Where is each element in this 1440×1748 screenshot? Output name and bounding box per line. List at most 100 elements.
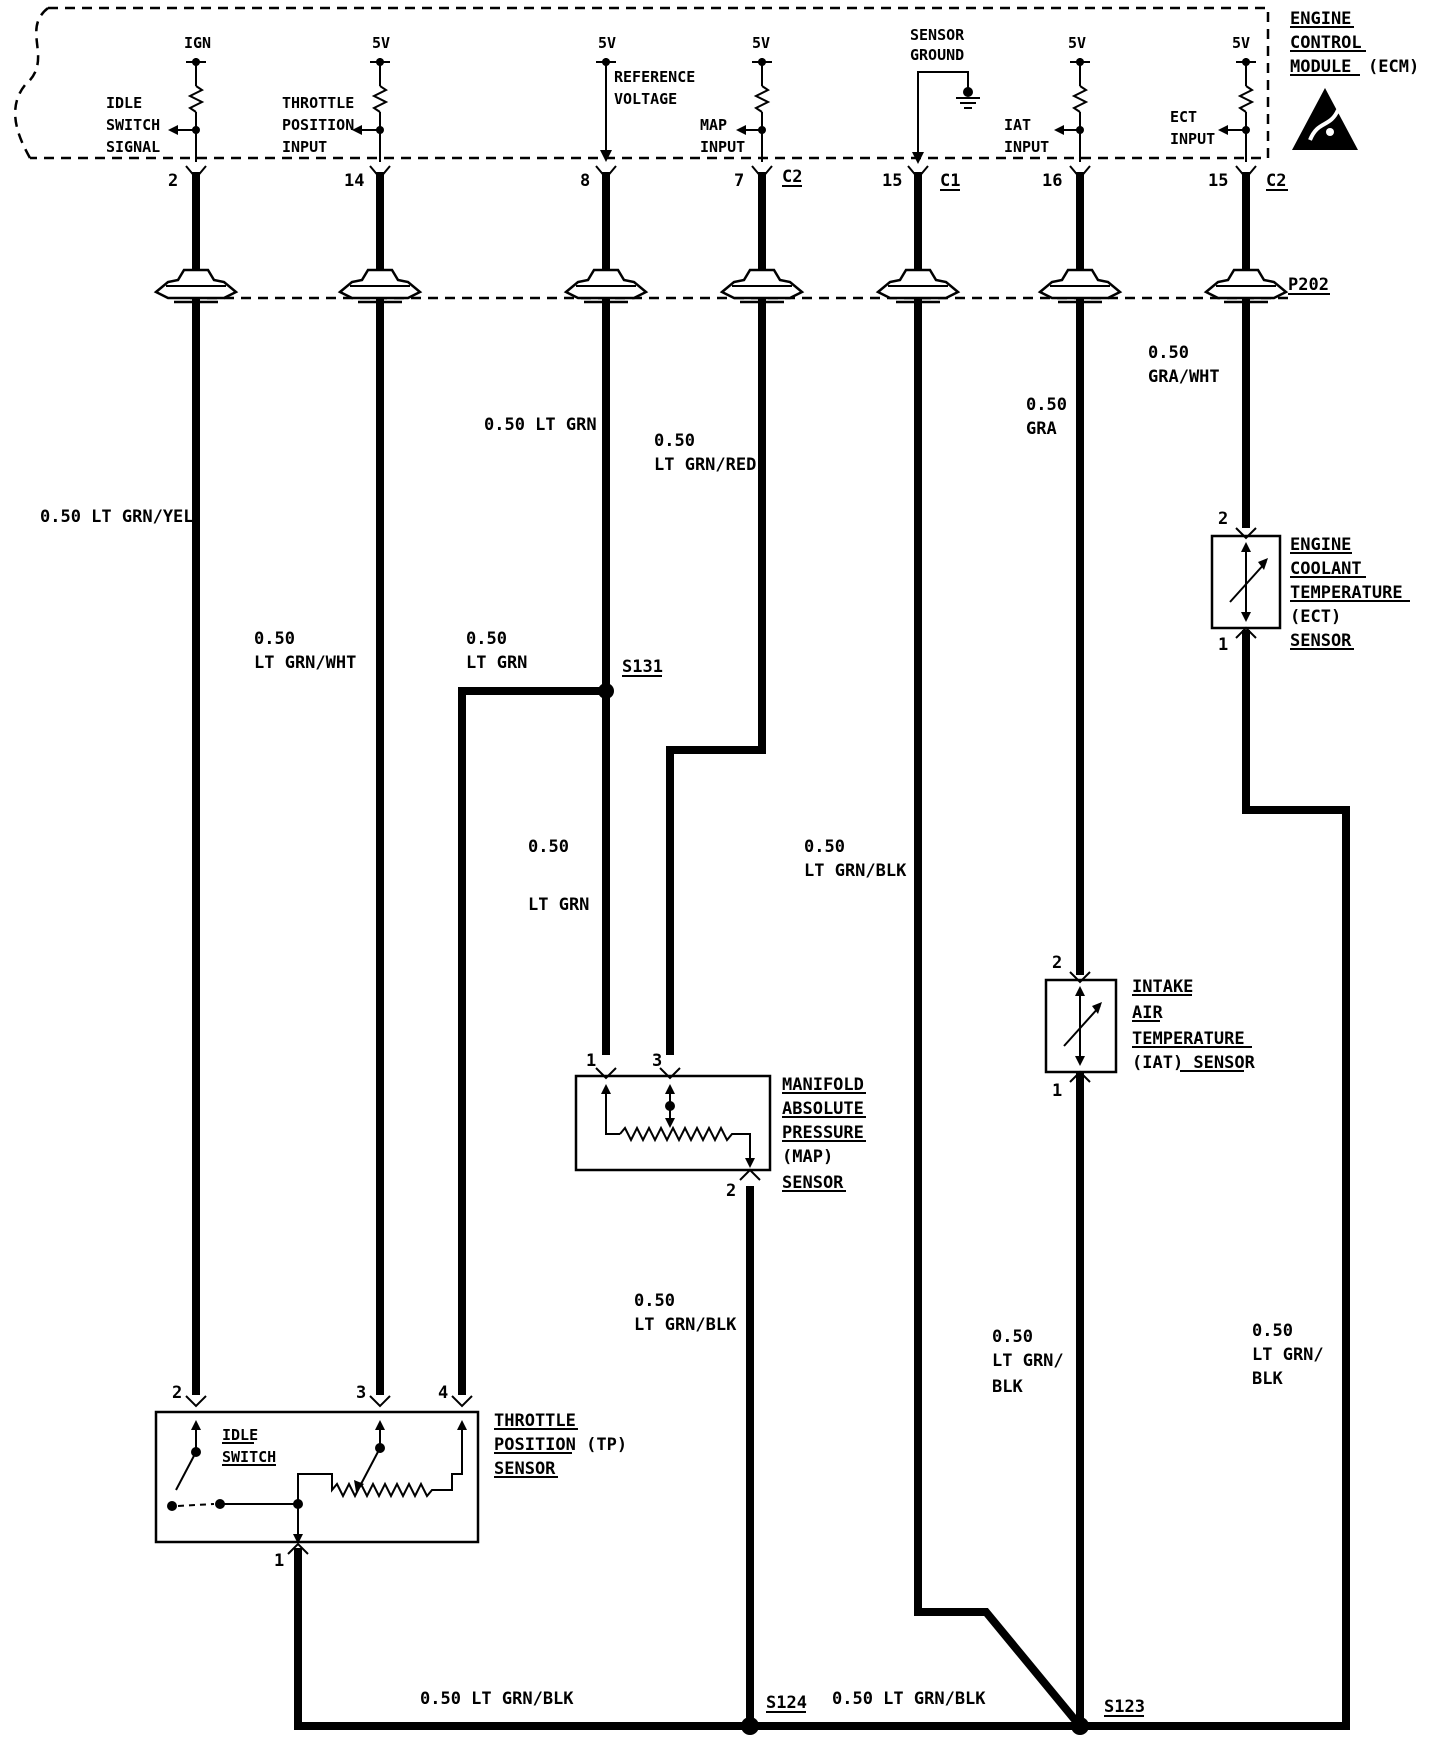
tp-sensor: 2 3 4 1 THROTTLE POSITION (TP) SENSOR ID… xyxy=(154,1383,627,1571)
connector-grommets xyxy=(153,268,1289,304)
svg-text:2: 2 xyxy=(726,1181,736,1201)
svg-text:5V: 5V xyxy=(598,34,616,52)
svg-text:S124: S124 xyxy=(766,1693,807,1713)
svg-text:7: 7 xyxy=(734,171,744,191)
svg-text:1: 1 xyxy=(1052,1081,1062,1101)
svg-text:LT GRN/BLK: LT GRN/BLK xyxy=(804,861,907,881)
svg-text:AIR: AIR xyxy=(1132,1003,1163,1023)
svg-text:0.50 LT GRN: 0.50 LT GRN xyxy=(484,415,597,435)
svg-text:3: 3 xyxy=(356,1383,366,1403)
svg-text:COOLANT: COOLANT xyxy=(1290,559,1362,579)
svg-text:0.50: 0.50 xyxy=(466,629,507,649)
input-labels: IDLE SWITCH SIGNAL THROTTLE POSITION INP… xyxy=(106,94,1215,156)
svg-text:POSITION (TP): POSITION (TP) xyxy=(494,1435,627,1455)
svg-text:14: 14 xyxy=(344,171,364,191)
connector-grommet xyxy=(719,268,805,304)
svg-text:(IAT) SENSOR: (IAT) SENSOR xyxy=(1132,1053,1256,1073)
svg-text:0.50: 0.50 xyxy=(1026,395,1067,415)
svg-text:IDLE: IDLE xyxy=(222,1426,258,1444)
svg-text:PRESSURE: PRESSURE xyxy=(782,1123,864,1143)
splice-s123: S123 xyxy=(1071,1697,1145,1735)
svg-text:VOLTAGE: VOLTAGE xyxy=(614,90,677,108)
svg-text:2: 2 xyxy=(1218,509,1228,529)
svg-text:LT GRN: LT GRN xyxy=(528,895,589,915)
svg-text:5V: 5V xyxy=(1232,34,1250,52)
svg-text:16: 16 xyxy=(1042,171,1062,191)
ect-sensor: 2 1 ENGINE COOLANT TEMPERATURE (ECT) SEN… xyxy=(1210,509,1410,655)
svg-text:0.50: 0.50 xyxy=(654,431,695,451)
svg-text:(MAP): (MAP) xyxy=(782,1147,833,1167)
connector-p202-label: P202 xyxy=(1288,275,1329,295)
svg-text:ECT: ECT xyxy=(1170,108,1197,126)
svg-text:IAT: IAT xyxy=(1004,116,1031,134)
svg-text:SIGNAL: SIGNAL xyxy=(106,138,160,156)
svg-text:C1: C1 xyxy=(940,171,960,191)
svg-text:0.50: 0.50 xyxy=(1148,343,1189,363)
svg-text:15: 15 xyxy=(1208,171,1228,191)
svg-text:LT GRN/RED: LT GRN/RED xyxy=(654,455,756,475)
supply-labels: IGN 5V 5V 5V 5V 5V SENSOR GROUND REFEREN… xyxy=(184,26,1250,108)
svg-text:2: 2 xyxy=(172,1383,182,1403)
svg-text:SWITCH: SWITCH xyxy=(106,116,160,134)
svg-text:2: 2 xyxy=(168,171,178,191)
svg-text:1: 1 xyxy=(586,1051,596,1071)
svg-text:C2: C2 xyxy=(1266,171,1286,191)
svg-text:INPUT: INPUT xyxy=(700,138,745,156)
splice-s131: S131 xyxy=(598,657,663,699)
svg-text:ENGINE: ENGINE xyxy=(1290,535,1351,555)
connector-grommet xyxy=(875,268,961,304)
svg-text:0.50: 0.50 xyxy=(804,837,845,857)
wire-labels: 0.50 LT GRN/YEL 0.50 LT GRN/WHT 0.50 LT … xyxy=(40,343,1324,1709)
svg-text:TEMPERATURE: TEMPERATURE xyxy=(1132,1029,1245,1049)
svg-text:4: 4 xyxy=(438,1383,448,1403)
svg-text:2: 2 xyxy=(1052,953,1062,973)
svg-text:ENGINE: ENGINE xyxy=(1290,9,1351,29)
svg-text:LT GRN/WHT: LT GRN/WHT xyxy=(254,653,356,673)
svg-text:REFERENCE: REFERENCE xyxy=(614,68,695,86)
svg-text:BLK: BLK xyxy=(1252,1369,1283,1389)
svg-text:INTAKE: INTAKE xyxy=(1132,977,1193,997)
svg-text:0.50 LT GRN/BLK: 0.50 LT GRN/BLK xyxy=(420,1689,574,1709)
esd-warning-icon xyxy=(1292,88,1358,150)
ecm-internal-circuits xyxy=(168,58,1256,164)
svg-text:0.50: 0.50 xyxy=(254,629,295,649)
svg-text:INPUT: INPUT xyxy=(1170,130,1215,148)
svg-text:5V: 5V xyxy=(752,34,770,52)
svg-text:POSITION: POSITION xyxy=(282,116,354,134)
splice-s124: S124 xyxy=(741,1693,807,1735)
connector-grommet xyxy=(1037,268,1123,304)
svg-text:GRA/WHT: GRA/WHT xyxy=(1148,367,1220,387)
svg-text:LT GRN/: LT GRN/ xyxy=(1252,1345,1324,1365)
connector-grommet xyxy=(337,268,423,304)
svg-text:LT GRN/: LT GRN/ xyxy=(992,1351,1064,1371)
svg-text:1: 1 xyxy=(274,1551,284,1571)
svg-text:0.50: 0.50 xyxy=(634,1291,675,1311)
svg-text:SWITCH: SWITCH xyxy=(222,1448,276,1466)
svg-text:SENSOR: SENSOR xyxy=(1290,631,1352,651)
svg-text:LT GRN/BLK: LT GRN/BLK xyxy=(634,1315,737,1335)
connector-grommet xyxy=(1203,268,1289,304)
wire-harness xyxy=(192,172,1350,1730)
ecm-pin-labels: 2 14 8 7 C2 15 C1 16 15 C2 xyxy=(168,167,1288,191)
svg-text:CONTROL: CONTROL xyxy=(1290,33,1362,53)
svg-text:3: 3 xyxy=(652,1051,662,1071)
svg-text:0.50: 0.50 xyxy=(1252,1321,1293,1341)
svg-text:INPUT: INPUT xyxy=(1004,138,1049,156)
svg-text:GRA: GRA xyxy=(1026,419,1057,439)
svg-text:IDLE: IDLE xyxy=(106,94,142,112)
svg-text:MODULE: MODULE xyxy=(1290,57,1351,77)
svg-text:SENSOR: SENSOR xyxy=(782,1173,844,1193)
connector-grommet xyxy=(563,268,649,304)
svg-text:INPUT: INPUT xyxy=(282,138,327,156)
svg-text:(ECM): (ECM) xyxy=(1368,57,1419,77)
svg-text:GROUND: GROUND xyxy=(910,46,964,64)
svg-text:5V: 5V xyxy=(1068,34,1086,52)
svg-text:0.50 LT GRN/BLK: 0.50 LT GRN/BLK xyxy=(832,1689,986,1709)
connector-grommet xyxy=(153,268,239,304)
svg-text:BLK: BLK xyxy=(992,1377,1023,1397)
svg-text:S131: S131 xyxy=(622,657,663,677)
svg-text:SENSOR: SENSOR xyxy=(494,1459,556,1479)
svg-text:8: 8 xyxy=(580,171,590,191)
svg-text:THROTTLE: THROTTLE xyxy=(282,94,354,112)
